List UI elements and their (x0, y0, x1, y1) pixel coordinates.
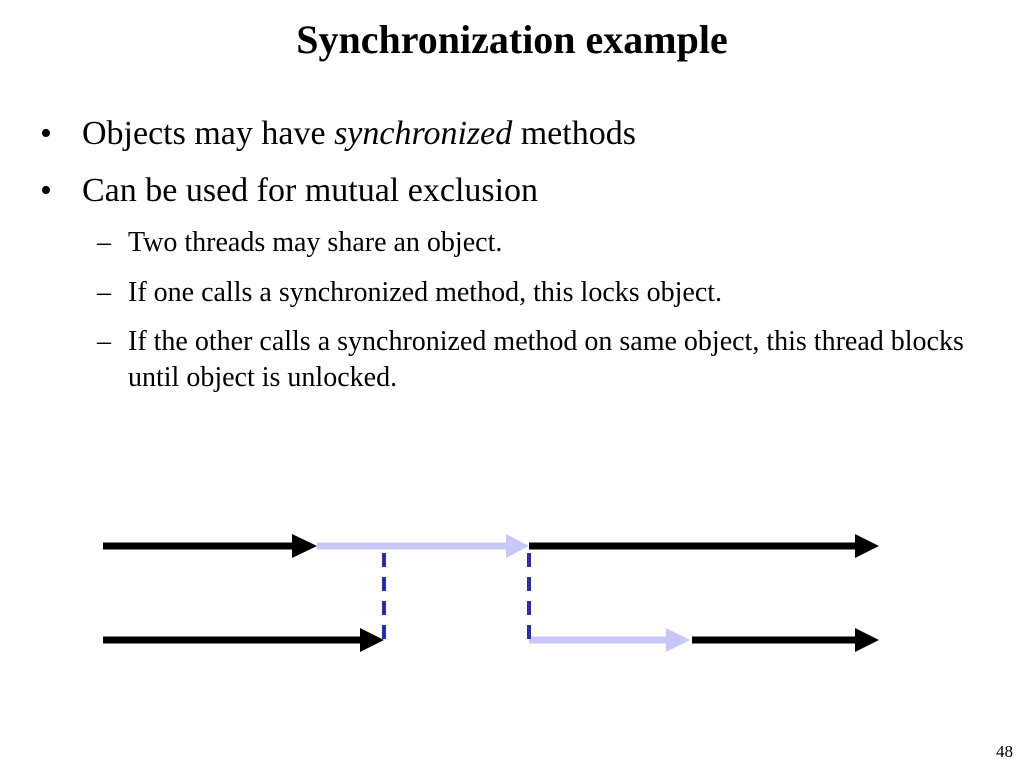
thread-1-timeline (103, 534, 879, 558)
sub-bullet-text: If the other calls a synchronized method… (128, 326, 964, 393)
bullet-text: Can be used for mutual exclusion (82, 172, 539, 209)
thread-1-synchronized-arrowhead (506, 534, 529, 558)
bullet-text-emphasis: synchronized (334, 115, 513, 152)
page-number: 48 (996, 742, 1013, 761)
thread-2-resumed-arrowhead (855, 628, 879, 652)
thread-1-running-arrowhead (292, 534, 317, 558)
thread-1-resumed-arrowhead (855, 534, 879, 558)
bullet-marker: • (40, 115, 52, 152)
bullet-text-after: methods (512, 115, 636, 152)
bullet-text: Objects may have synchronized methods (82, 114, 636, 154)
thread-2-running-arrowhead (360, 628, 384, 652)
slide-title: Synchronization example (296, 17, 728, 62)
bullet-marker: • (40, 172, 52, 209)
sub-bullet-marker: – (97, 227, 111, 258)
sub-bullet-text: If one calls a synchronized method, this… (128, 277, 723, 308)
thread-2-synchronized-arrowhead (666, 628, 690, 652)
thread-2-timeline (103, 628, 879, 652)
sub-bullet-marker: – (97, 326, 111, 357)
sub-bullet-text: Two threads may share an object. (128, 227, 503, 258)
sub-bullet-marker: – (97, 277, 111, 308)
bullet-text-before: Objects may have (82, 115, 335, 152)
